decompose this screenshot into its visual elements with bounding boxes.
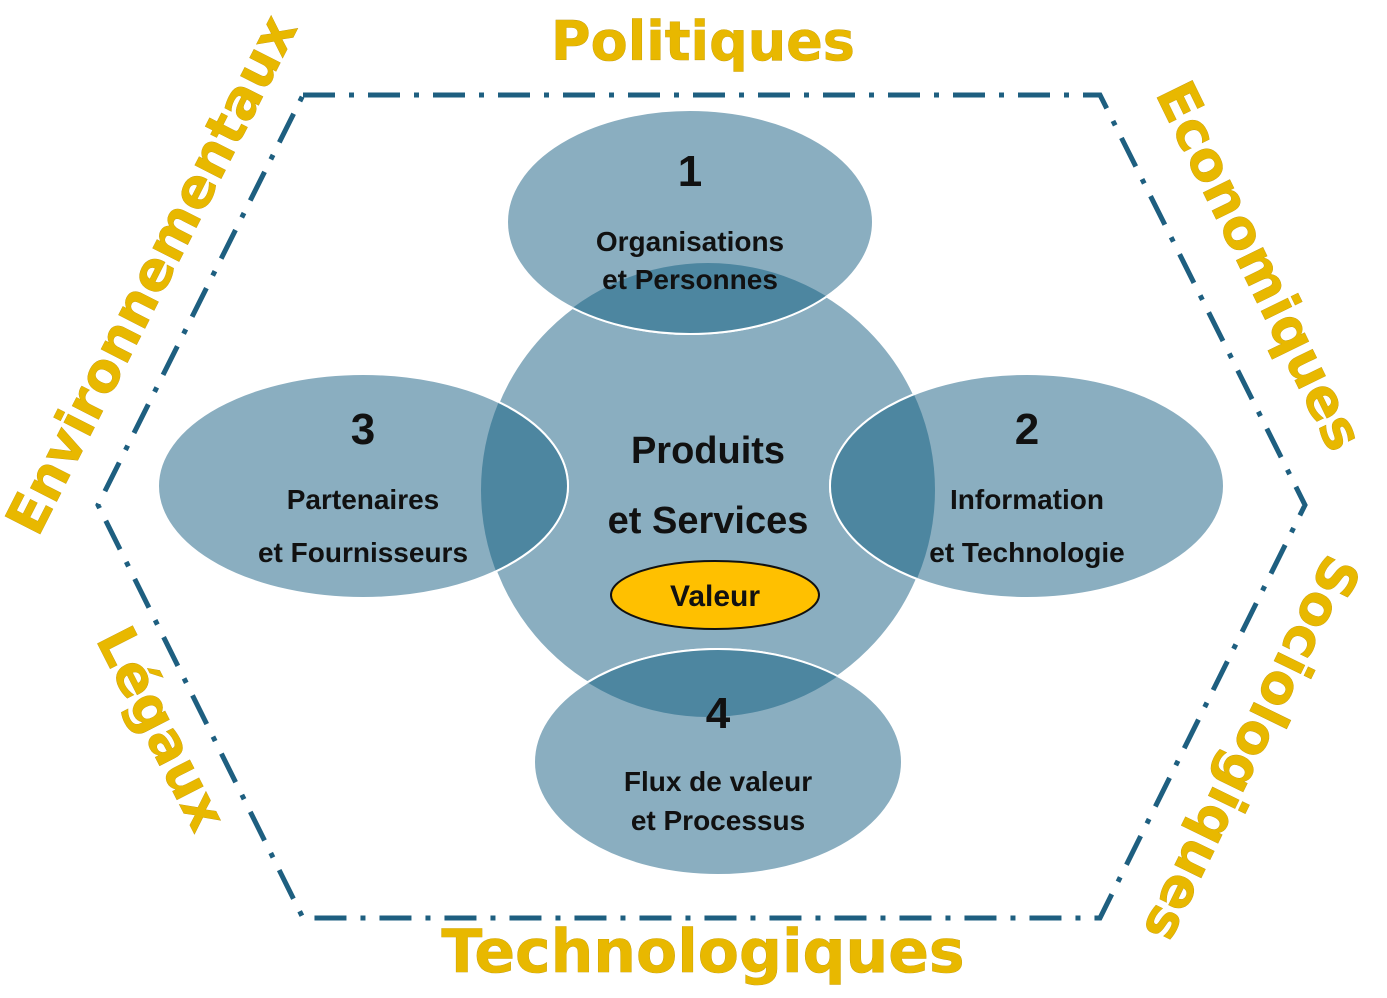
dimension-label-1-line1: Organisations bbox=[596, 226, 784, 257]
dimension-number-4: 4 bbox=[706, 689, 731, 738]
dimension-label-2-line2: et Technologie bbox=[929, 537, 1125, 568]
factor-label-politiques: Politiques bbox=[551, 10, 855, 73]
dimension-number-3: 3 bbox=[351, 405, 375, 454]
valeur-badge-label: Valeur bbox=[670, 580, 760, 613]
hexagon-boundary bbox=[95, 92, 1308, 921]
dimension-label-3-line2: et Fournisseurs bbox=[258, 537, 468, 568]
dimension-label-4-line1: Flux de valeur bbox=[624, 766, 812, 797]
factor-label-economiques: Economiques bbox=[1143, 71, 1376, 460]
dimension-number-1: 1 bbox=[678, 147, 702, 196]
center-label-line2: et Services bbox=[608, 500, 809, 542]
dimension-label-3-line1: Partenaires bbox=[287, 484, 440, 515]
factor-label-legaux: Légaux bbox=[84, 617, 240, 841]
factor-label-technologiques: Technologiques bbox=[441, 917, 964, 987]
valeur-badge bbox=[610, 560, 820, 630]
dimension-number-2: 2 bbox=[1015, 405, 1039, 454]
dimension-label-1-line2: et Personnes bbox=[602, 264, 778, 295]
center-label-line1: Produits bbox=[631, 430, 785, 472]
factor-label-sociologiques: Sociologiques bbox=[1131, 546, 1373, 953]
dimension-label-2-line1: Information bbox=[950, 484, 1104, 515]
dimension-label-4-line2: et Processus bbox=[631, 805, 805, 836]
overlap-region-3 bbox=[481, 373, 569, 599]
